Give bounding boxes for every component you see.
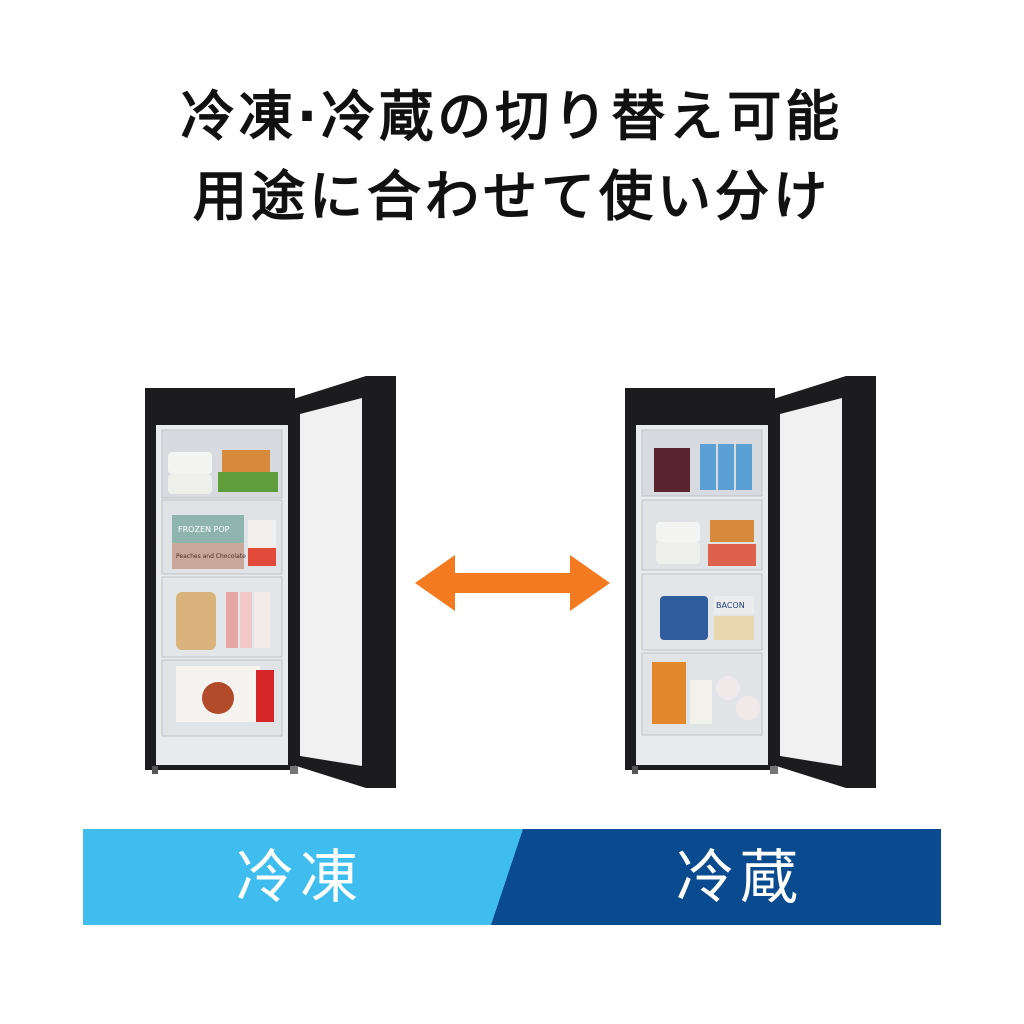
frozen-pop-package-text: FROZEN POP [178,525,230,534]
headline-line-2: 用途に合わせて使い分け [193,165,831,228]
refrigerator-mode-fridge-image: BACON [625,376,876,788]
freezer-mode-label: 冷凍 [235,843,364,911]
mode-bar-right-segment [491,829,941,925]
freezer-mode-fridge-image: FROZEN POP Peaches and Chocolate [145,376,396,788]
bacon-package-text: BACON [716,601,745,610]
peach-chocolate-package-text: Peaches and Chocolate [176,553,246,560]
double-arrow-icon [415,555,610,611]
refrigerator-mode-label: 冷蔵 [675,843,804,911]
headline-line-1: 冷凍·冷蔵の切り替え可能 [180,85,844,148]
mode-bar [83,829,941,925]
